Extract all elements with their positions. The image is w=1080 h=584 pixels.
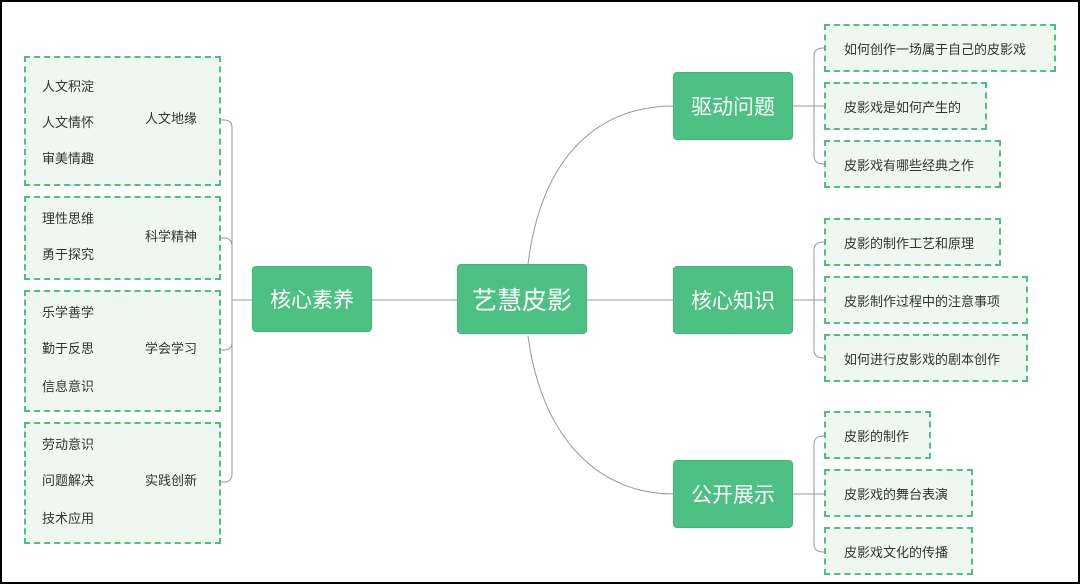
leaf-node[interactable]: 皮影戏有哪些经典之作 bbox=[824, 140, 1001, 188]
group-item: 信息意识 bbox=[42, 380, 95, 395]
leaf-node[interactable]: 皮影的制作工艺和原理 bbox=[824, 218, 1001, 266]
left-main-node[interactable]: 核心素养 bbox=[252, 266, 372, 332]
right-main-node-label: 驱动问题 bbox=[691, 95, 775, 119]
left-group-box bbox=[24, 422, 221, 544]
group-label: 学会学习 bbox=[145, 342, 198, 357]
left-group-box bbox=[24, 56, 221, 186]
group-item: 审美情趣 bbox=[42, 152, 95, 167]
leaf-node-label: 皮影制作过程中的注意事项 bbox=[844, 294, 1001, 310]
center-node[interactable]: 艺慧皮影 bbox=[457, 264, 587, 334]
left-group-box bbox=[24, 196, 221, 280]
leaf-node-label: 皮影戏的舞台表演 bbox=[844, 487, 949, 503]
group-label: 人文地缘 bbox=[145, 112, 198, 127]
group-item: 人文积淀 bbox=[42, 80, 95, 95]
leaf-node-label: 皮影的制作 bbox=[844, 429, 910, 445]
group-item: 勇于探究 bbox=[42, 248, 95, 263]
left-group-box bbox=[24, 290, 221, 412]
group-item: 劳动意识 bbox=[42, 438, 95, 453]
right-main-node-label: 公开展示 bbox=[691, 483, 775, 507]
leaf-node-label: 皮影的制作工艺和原理 bbox=[844, 236, 975, 252]
leaf-node-label: 皮影戏有哪些经典之作 bbox=[844, 158, 975, 174]
leaf-node[interactable]: 皮影戏是如何产生的 bbox=[824, 82, 987, 130]
leaf-node[interactable]: 皮影戏文化的传播 bbox=[824, 527, 973, 575]
right-main-node-label: 核心知识 bbox=[691, 289, 775, 313]
group-item: 问题解决 bbox=[42, 474, 95, 489]
left-main-node-label: 核心素养 bbox=[270, 288, 354, 312]
right-main-node-core-knowledge[interactable]: 核心知识 bbox=[673, 266, 793, 334]
leaf-node-label: 皮影戏文化的传播 bbox=[844, 545, 949, 561]
group-item: 乐学善学 bbox=[42, 306, 95, 321]
group-item: 人文情怀 bbox=[42, 116, 95, 131]
leaf-node[interactable]: 如何创作一场属于自己的皮影戏 bbox=[824, 24, 1056, 72]
center-node-label: 艺慧皮影 bbox=[471, 286, 572, 315]
leaf-node[interactable]: 皮影的制作 bbox=[824, 411, 931, 459]
leaf-node-label: 皮影戏是如何产生的 bbox=[844, 100, 962, 116]
leaf-node-label: 如何创作一场属于自己的皮影戏 bbox=[844, 42, 1027, 58]
leaf-node[interactable]: 皮影戏的舞台表演 bbox=[824, 469, 973, 517]
group-label: 实践创新 bbox=[145, 474, 198, 489]
right-main-node-public-showcase[interactable]: 公开展示 bbox=[673, 460, 793, 528]
leaf-node[interactable]: 皮影制作过程中的注意事项 bbox=[824, 276, 1028, 324]
leaf-node-label: 如何进行皮影戏的剧本创作 bbox=[844, 352, 1001, 368]
group-label: 科学精神 bbox=[145, 230, 198, 245]
right-main-node-driving-questions[interactable]: 驱动问题 bbox=[673, 72, 793, 140]
group-item: 理性思维 bbox=[42, 212, 95, 227]
leaf-node[interactable]: 如何进行皮影戏的剧本创作 bbox=[824, 334, 1028, 382]
group-item: 勤于反思 bbox=[42, 342, 95, 357]
group-item: 技术应用 bbox=[42, 512, 95, 527]
